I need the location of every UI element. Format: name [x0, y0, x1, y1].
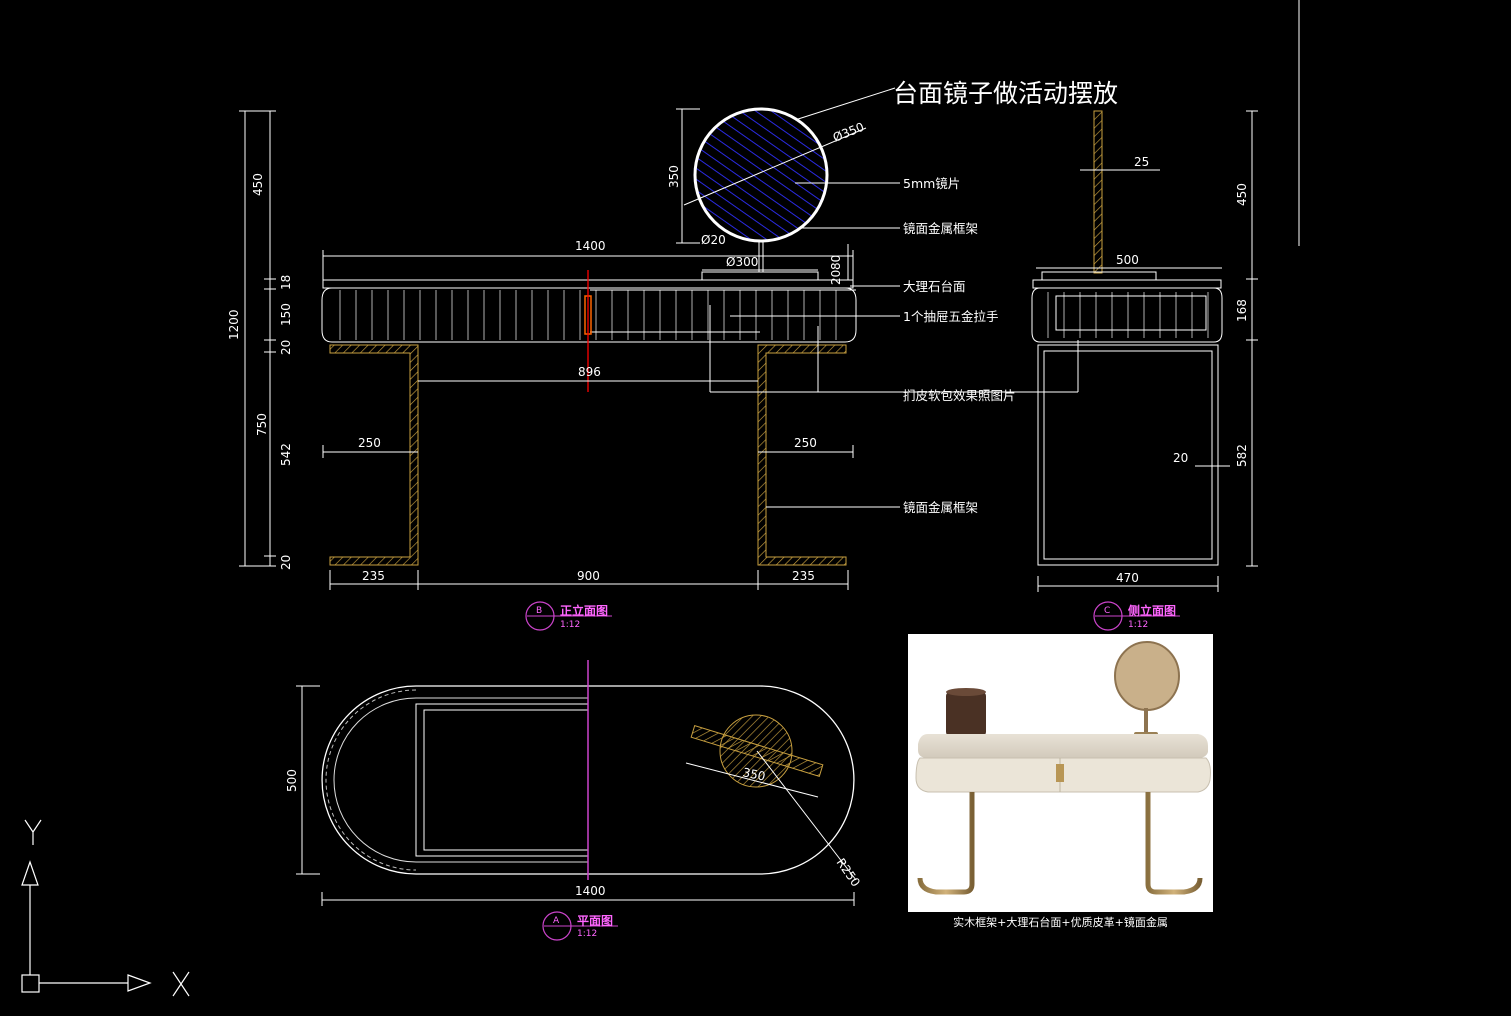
front-elevation — [239, 87, 1079, 590]
side-view-name: 侧立面图 — [1128, 603, 1176, 618]
dim-r250: R250 — [834, 856, 863, 890]
front-view-label: B 正立面图 1:12 — [525, 601, 612, 631]
front-view-scale: 1:12 — [560, 620, 580, 630]
x-axis-glyph — [172, 971, 190, 997]
dim-450-side: 450 — [1235, 183, 1249, 206]
plan-view-name: 平面图 — [577, 914, 613, 928]
plan-dimensions: 500 1400 350 R250 — [285, 765, 863, 898]
dim-20-side: 20 — [1173, 451, 1188, 465]
note-leg-frame: 镜面金属框架 — [903, 500, 978, 515]
side-elevation — [1031, 110, 1258, 592]
dim-450: 450 — [251, 173, 265, 196]
dim-235-left: 235 — [362, 569, 385, 583]
side-tag: C — [1104, 606, 1110, 616]
dim-1400-plan: 1400 — [575, 884, 606, 898]
ucs-icon — [21, 819, 190, 997]
side-view-scale: 1:12 — [1128, 620, 1148, 630]
dim-900: 900 — [577, 569, 600, 583]
dim-mirror-dia: Ø350 — [831, 120, 866, 145]
front-view-name: 正立面图 — [560, 603, 608, 618]
dim-20-bottom: 20 — [279, 555, 293, 570]
plan-view-label: A 平面图 1:12 — [542, 911, 618, 941]
dim-mirror-h: 350 — [667, 165, 681, 188]
side-view-label: C 侧立面图 1:12 — [1093, 601, 1180, 631]
product-photo — [908, 634, 1213, 912]
dim-20-stem: 20 — [829, 270, 843, 285]
dim-896: 896 — [578, 365, 601, 379]
front-tag: B — [536, 606, 542, 616]
dim-20-top: 20 — [279, 340, 293, 355]
dim-150: 150 — [279, 303, 293, 326]
dim-250-left: 250 — [358, 436, 381, 450]
dim-80: 80 — [829, 255, 843, 270]
dim-500-plan: 500 — [285, 769, 299, 792]
dim-168: 168 — [1235, 299, 1249, 322]
dim-500-side: 500 — [1116, 253, 1139, 267]
dim-235-right: 235 — [792, 569, 815, 583]
dim-mirror-stem: Ø20 — [701, 233, 726, 247]
note-drawer-pull: 1个抽屉五金拉手 — [903, 309, 998, 324]
dim-1200: 1200 — [227, 309, 241, 340]
vanity-illustration — [915, 641, 1211, 895]
title-note: 台面镜子做活动摆放 — [893, 79, 1118, 108]
photo-caption: 实木框架+大理石台面+优质皮革+镜面金属 — [953, 916, 1168, 929]
dim-1400-front: 1400 — [575, 239, 606, 253]
dim-470: 470 — [1116, 571, 1139, 585]
dim-350-plan: 350 — [741, 765, 766, 783]
dim-25: 25 — [1134, 155, 1149, 169]
annotations: 台面镜子做活动摆放 5mm镜片 镜面金属框架 大理石台面 1个抽屉五金拉手 扪皮… — [893, 79, 1118, 515]
dim-300: Ø300 — [726, 255, 758, 269]
plan-view-scale: 1:12 — [577, 929, 597, 939]
note-leather: 扪皮软包效果照图片 — [903, 388, 1016, 403]
plan-view — [296, 660, 857, 906]
dim-542: 542 — [279, 443, 293, 466]
y-axis-glyph — [24, 819, 42, 845]
note-mirror-glass: 5mm镜片 — [903, 176, 960, 191]
side-dimensions: 25 500 450 168 582 20 470 — [1116, 155, 1249, 585]
dim-582: 582 — [1235, 444, 1249, 467]
dim-250-right: 250 — [794, 436, 817, 450]
dim-750: 750 — [255, 413, 269, 436]
dim-18: 18 — [279, 275, 293, 290]
note-marble-top: 大理石台面 — [903, 279, 966, 294]
note-mirror-frame: 镜面金属框架 — [903, 221, 978, 236]
plan-tag: A — [553, 916, 560, 926]
